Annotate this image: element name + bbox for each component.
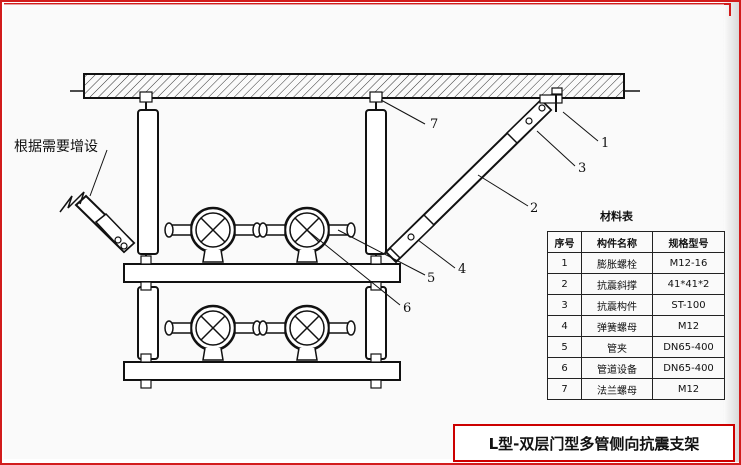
callout-2: 2 [530,201,539,216]
cell-spec: M12 [652,315,725,337]
cell-part-name: 法兰螺母 [581,378,653,400]
materials-table-title: 材料表 [600,210,633,223]
cell-part-name: 抗震构件 [581,294,653,316]
left-diagonal-brace [59,191,136,254]
cell-index: 2 [547,273,582,295]
table-header-row: 序号 构件名称 规格型号 [547,231,725,253]
callout-1: 1 [601,136,610,151]
upper-crossbar [123,263,401,283]
lower-crossbar [123,361,401,381]
caption-text: L型-双层门型多管侧向抗震支架 [488,434,700,453]
ceiling-slab [83,73,625,99]
cell-index: 4 [547,315,582,337]
cell-index: 6 [547,357,582,379]
cell-index: 5 [547,336,582,358]
header-index: 序号 [547,231,582,253]
leader-lines [89,99,599,306]
cell-spec: ST-100 [652,294,725,316]
cell-part-name: 管夹 [581,336,653,358]
cell-part-name: 管道设备 [581,357,653,379]
cell-spec: DN65-400 [652,357,725,379]
right-hanger [365,91,387,380]
annotation-add-as-needed: 根据需要增设 [14,139,98,155]
callout-6: 6 [403,301,412,316]
cell-index: 1 [547,252,582,274]
cell-spec: M12-16 [652,252,725,274]
left-hanger [137,91,159,380]
callout-5: 5 [427,271,436,286]
cell-spec: 41*41*2 [652,273,725,295]
cell-spec: DN65-400 [652,336,725,358]
cell-index: 3 [547,294,582,316]
callout-4: 4 [458,262,467,277]
callout-3: 3 [578,161,587,176]
header-part-name: 构件名称 [581,231,653,253]
caption-box: L型-双层门型多管侧向抗震支架 [453,424,735,462]
header-spec: 规格型号 [652,231,725,253]
cell-part-name: 弹簧螺母 [581,315,653,337]
cell-part-name: 膨胀螺栓 [581,252,653,274]
cell-index: 7 [547,378,582,400]
callout-7: 7 [430,117,439,132]
right-diagonal-brace [384,87,563,264]
cell-spec: M12 [652,378,725,400]
cell-part-name: 抗震斜撑 [581,273,653,295]
side-shade [722,2,739,462]
